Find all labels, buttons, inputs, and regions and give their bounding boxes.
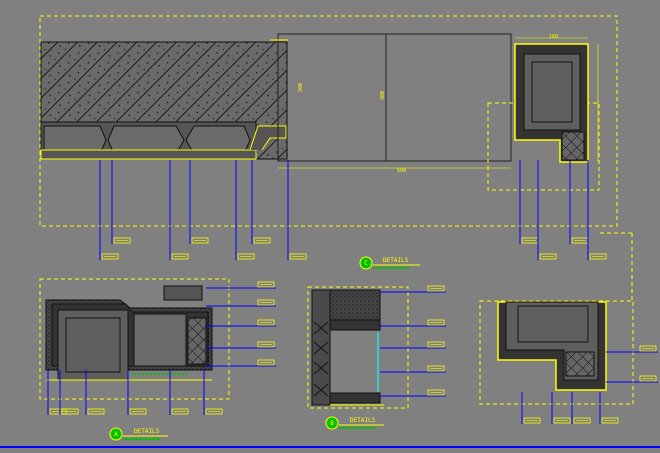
left-leader-h-1-tag xyxy=(257,299,275,306)
right-leader-v-0-tag xyxy=(523,417,541,424)
top-leader-10-tag xyxy=(589,253,607,260)
right-basin-inner xyxy=(523,53,581,131)
right-leader-h-1-tag xyxy=(639,375,657,382)
right-leader-v-3-tag xyxy=(601,417,619,424)
top-leader-2-tag xyxy=(171,253,189,260)
top-leader-4-tag xyxy=(237,253,255,260)
top-leader-0-tag xyxy=(101,253,119,260)
title-c-label: DETAILS xyxy=(383,257,409,264)
title-c-marker-text: C xyxy=(364,260,368,267)
top-leader-3-tag xyxy=(191,237,209,244)
left-leader-h-3-tag xyxy=(257,341,275,348)
title-a[interactable]: A DETAILS xyxy=(109,427,168,441)
detail-left-boundary xyxy=(39,278,230,400)
mid-leader-h-4-tag xyxy=(427,389,445,396)
title-c-marker xyxy=(359,256,373,270)
detail-left-basin xyxy=(57,309,129,381)
left-leader-v-4-tag xyxy=(171,408,189,415)
mid-leader-h-1-tag xyxy=(427,319,445,326)
edge-panels xyxy=(43,125,251,155)
top-leader-5-tag xyxy=(253,237,271,244)
left-leader-h-0-tag xyxy=(257,281,275,288)
top-leader-6-tag xyxy=(289,253,307,260)
title-a-label: DETAILS xyxy=(134,428,160,435)
left-leader-h-2-tag xyxy=(257,319,275,326)
title-b-marker-text: B xyxy=(330,420,334,427)
dim-top-height: 200 xyxy=(298,83,304,92)
right-leader-h-0-tag xyxy=(639,345,657,352)
wall-x-marks xyxy=(313,321,329,397)
center-box xyxy=(277,33,512,162)
title-c[interactable]: C DETAILS xyxy=(359,256,420,270)
left-leader-v-5-tag xyxy=(205,408,223,415)
title-b-label: DETAILS xyxy=(350,417,376,424)
left-leader-v-2-tag xyxy=(87,408,105,415)
detail-left-leaders xyxy=(47,281,276,415)
left-leader-v-1-tag xyxy=(61,408,79,415)
mid-leader-h-0-tag xyxy=(427,285,445,292)
mid-leader-h-3-tag xyxy=(427,365,445,372)
top-plan-boundary xyxy=(39,15,618,227)
title-b[interactable]: B DETAILS xyxy=(325,416,384,430)
detail-right xyxy=(479,232,634,405)
mid-leader-h-2-tag xyxy=(427,341,445,348)
detail-middle xyxy=(307,286,409,409)
title-b-marker xyxy=(325,416,339,430)
dim-top-width: 160 xyxy=(549,34,558,40)
detail-left xyxy=(39,278,230,400)
right-detail-boundary xyxy=(487,102,600,191)
title-a-marker-text: A xyxy=(114,431,118,438)
detail-middle-boundary xyxy=(307,286,409,409)
dim-bottom-width: 500 xyxy=(397,168,406,174)
detail-right-leaders xyxy=(521,345,658,424)
left-leader-h-4-tag xyxy=(257,359,275,366)
top-leader-1-tag xyxy=(113,237,131,244)
right-leader-v-1-tag xyxy=(553,417,571,424)
detail-middle-leaders xyxy=(380,285,446,397)
left-leader-v-3-tag xyxy=(129,408,147,415)
dim-mid-height: 300 xyxy=(380,91,386,100)
top-plan: 300 200 500 160 xyxy=(39,15,618,227)
title-a-marker xyxy=(109,427,123,441)
top-leader-8-tag xyxy=(539,253,557,260)
top-plan-leaders xyxy=(99,160,607,260)
right-leader-v-2-tag xyxy=(573,417,591,424)
